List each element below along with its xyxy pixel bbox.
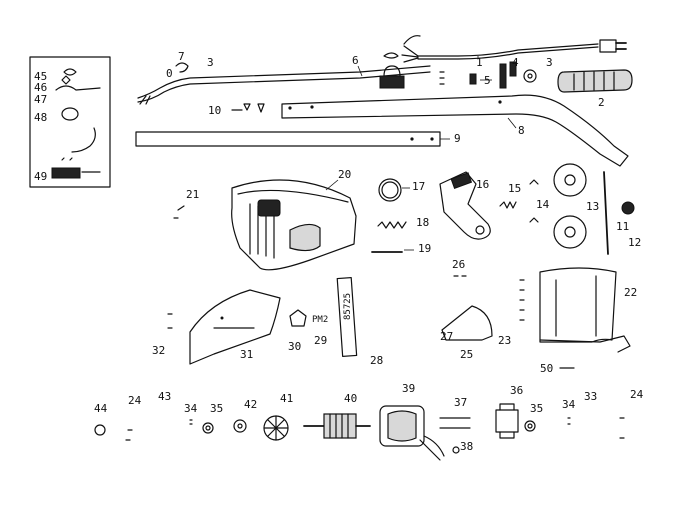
label-18: 18 bbox=[416, 216, 429, 229]
pin-19: 19 bbox=[371, 242, 431, 255]
label-27: 27 bbox=[440, 330, 453, 343]
blade-shield-25: 26 27 25 bbox=[440, 258, 493, 361]
label-12: 12 bbox=[628, 236, 641, 249]
label-29: 29 bbox=[314, 334, 327, 347]
label-45: 45 bbox=[34, 70, 47, 83]
label-7: 7 bbox=[178, 50, 185, 63]
label-20: 20 bbox=[338, 168, 351, 181]
label-8: 8 bbox=[518, 124, 525, 137]
label-31: 31 bbox=[240, 348, 253, 361]
label-42: 42 bbox=[244, 398, 257, 411]
stamp-pm2: PM2 bbox=[312, 315, 328, 325]
wheels-13: 13 bbox=[553, 163, 599, 249]
motor-housing: 20 bbox=[231, 168, 357, 271]
label-0: 0 bbox=[166, 67, 173, 80]
nut-30: 30 PM2 29 bbox=[288, 309, 328, 353]
inset-parts-box: 45 46 47 48 49 bbox=[29, 56, 111, 188]
label-32: 32 bbox=[152, 344, 165, 357]
label-3b: 3 bbox=[546, 56, 553, 69]
label-28: 28 bbox=[370, 354, 383, 367]
nut-11: 11 bbox=[616, 201, 635, 233]
base-plate-31: 31 bbox=[189, 289, 281, 365]
label-11: 11 bbox=[616, 220, 629, 233]
label-10: 10 bbox=[208, 104, 221, 117]
label-14: 14 bbox=[536, 198, 550, 211]
axle-rod-12: 12 bbox=[603, 171, 641, 255]
label-19: 19 bbox=[418, 242, 431, 255]
label-6: 6 bbox=[352, 54, 359, 67]
label-50: 50 bbox=[540, 362, 553, 375]
label-2: 2 bbox=[598, 96, 605, 109]
label-1: 1 bbox=[476, 56, 483, 69]
screws-32: 32 bbox=[152, 313, 173, 357]
label-34b: 34 bbox=[562, 398, 576, 411]
label-26: 26 bbox=[452, 258, 465, 271]
ring-17: 17 bbox=[378, 178, 425, 202]
power-cord: 1 bbox=[401, 39, 627, 69]
label-47: 47 bbox=[34, 93, 47, 106]
part-21: 21 bbox=[173, 188, 199, 219]
bracket-16: 16 bbox=[439, 171, 491, 240]
label-17: 17 bbox=[412, 180, 425, 193]
spring-15: 15 14 bbox=[499, 179, 550, 223]
label-38: 38 bbox=[460, 440, 473, 453]
label-41: 41 bbox=[280, 392, 293, 405]
hand-grip: 2 bbox=[557, 69, 633, 109]
label-40: 40 bbox=[344, 392, 357, 405]
label-48: 48 bbox=[34, 111, 47, 124]
label-37: 37 bbox=[454, 396, 467, 409]
screws-23: 23 bbox=[498, 279, 525, 347]
label-33: 33 bbox=[584, 390, 597, 403]
label-23: 23 bbox=[498, 334, 511, 347]
bottom-row: 44 24 43 34 35 42 41 40 39 37 38 36 bbox=[94, 382, 644, 461]
label-49: 49 bbox=[34, 170, 47, 183]
lower-handle: 8 bbox=[281, 94, 629, 167]
label-3a: 3 bbox=[207, 56, 214, 69]
label-9: 9 bbox=[454, 132, 461, 145]
screws-10: 10 bbox=[208, 103, 265, 117]
plate-28: 85725 28 bbox=[336, 277, 383, 367]
label-21: 21 bbox=[186, 188, 199, 201]
label-22: 22 bbox=[624, 286, 637, 299]
part-50: 50 bbox=[540, 362, 575, 375]
label-43: 43 bbox=[158, 390, 171, 403]
cord-clip: 0 7 3 bbox=[166, 50, 214, 80]
label-24b: 24 bbox=[630, 388, 644, 401]
label-34a: 34 bbox=[184, 402, 198, 415]
label-36: 36 bbox=[510, 384, 523, 397]
upper-handle-rod: 6 bbox=[137, 35, 431, 105]
handle-bar: 9 bbox=[135, 131, 461, 147]
label-24a: 24 bbox=[128, 394, 142, 407]
label-35b: 35 bbox=[530, 402, 543, 415]
label-30: 30 bbox=[288, 340, 301, 353]
label-13: 13 bbox=[586, 200, 599, 213]
label-4: 4 bbox=[512, 56, 519, 69]
spring-18: 18 bbox=[377, 216, 429, 229]
label-46: 46 bbox=[34, 81, 47, 94]
label-39: 39 bbox=[402, 382, 415, 395]
label-16: 16 bbox=[476, 178, 489, 191]
label-5: 5 bbox=[484, 74, 491, 87]
label-25: 25 bbox=[460, 348, 473, 361]
label-15: 15 bbox=[508, 182, 521, 195]
blade-guard-22: 22 bbox=[539, 267, 637, 353]
stamp-85725: 85725 bbox=[343, 293, 353, 320]
label-44: 44 bbox=[94, 402, 108, 415]
strain-relief: 4 5 3 bbox=[439, 56, 553, 89]
label-35a: 35 bbox=[210, 402, 223, 415]
